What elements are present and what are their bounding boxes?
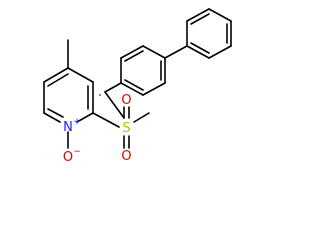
bond	[120, 82, 144, 96]
sulfur-atom-label: S	[122, 121, 130, 136]
nitrogen-positive-charge: +	[73, 117, 81, 127]
sulfonyl-oxygen-bottom-label: O	[121, 149, 131, 164]
pyridine-ring	[43, 67, 94, 123]
bond	[47, 108, 64, 118]
bond	[142, 45, 166, 59]
bond	[124, 50, 144, 62]
n-oxide-oxygen-label: O	[63, 150, 73, 165]
oxygen-negative-charge: −	[73, 147, 81, 157]
bond	[142, 82, 166, 96]
sulfonyl-oxygen-top-label: O	[121, 93, 131, 108]
bond	[76, 112, 94, 123]
bond	[124, 79, 144, 91]
bond	[208, 45, 232, 59]
bond	[104, 82, 122, 93]
phenyl-ring-inner	[120, 45, 166, 96]
bond	[43, 112, 61, 123]
bond	[104, 91, 125, 119]
bond	[43, 67, 69, 83]
bond	[133, 112, 150, 123]
bond	[120, 45, 144, 59]
bond	[186, 8, 210, 22]
bond	[67, 67, 94, 83]
pyridine-nitrogen-label: N	[63, 120, 73, 135]
structure-canvas: S O O N + O −	[43, 8, 232, 165]
bond	[92, 112, 120, 128]
bond	[190, 13, 210, 25]
biaryl-bond	[164, 45, 188, 59]
bond	[208, 8, 232, 22]
bond	[190, 42, 210, 54]
molecule-drawing: S O O N + O −	[43, 8, 232, 165]
phenyl-ring-outer	[186, 8, 232, 59]
bond	[186, 45, 210, 59]
bond	[47, 73, 69, 87]
